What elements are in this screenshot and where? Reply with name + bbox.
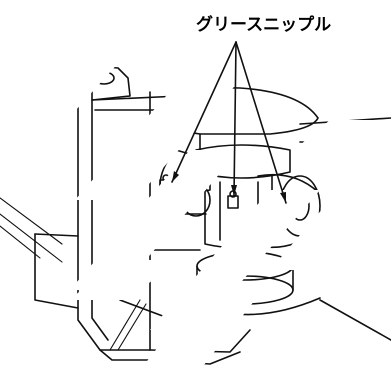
- grease-nipple-label: グリースニップル: [196, 14, 331, 35]
- left-arm: [0, 197, 79, 309]
- callout-leaders: [171, 41, 287, 204]
- grease-nipple-center: [227, 190, 239, 209]
